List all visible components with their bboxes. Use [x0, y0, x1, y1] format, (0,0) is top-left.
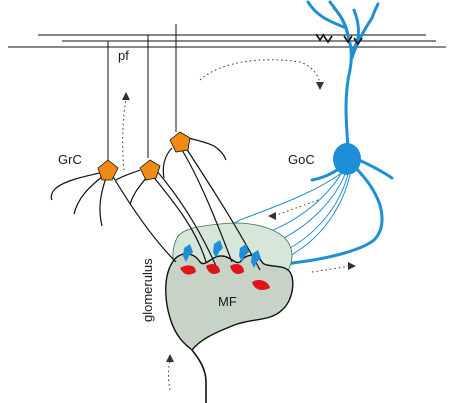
- grc-dendrite: [99, 177, 107, 227]
- goc-dendrite-branch: [351, 8, 361, 52]
- grc-dendrite: [50, 171, 105, 201]
- arrowhead: [268, 212, 276, 220]
- label-goc: GoC: [288, 152, 315, 167]
- granule-cell-dendrites: [111, 147, 261, 271]
- goc-spines: [315, 33, 363, 46]
- goc-terminal: [213, 240, 223, 258]
- mossy-fiber-terminal: [165, 253, 294, 351]
- golgi-terminals: [183, 240, 261, 268]
- goc-spine: [343, 35, 353, 44]
- grc-dendrite: [129, 177, 147, 205]
- grc-soma: [97, 159, 119, 181]
- flow-arrow: [273, 199, 319, 217]
- synapse: [180, 265, 196, 275]
- synapse: [230, 264, 244, 274]
- mf-grc-synapses: [180, 264, 270, 290]
- goc-dendrite-branch: [332, 6, 350, 38]
- synapse: [206, 264, 220, 274]
- goc-spine: [353, 37, 363, 46]
- grc-dendrite: [115, 169, 141, 181]
- grc-dendrite: [155, 169, 217, 267]
- grc-soma: [139, 159, 161, 181]
- goc-dendrite-branch: [306, 0, 348, 30]
- goc-spine: [323, 35, 333, 44]
- goc-spine: [315, 33, 325, 42]
- grc-soma: [169, 131, 191, 153]
- label-mf: MF: [218, 294, 237, 309]
- granule-cell: [115, 159, 161, 205]
- goc-basal-dendrite: [310, 166, 342, 182]
- granule-cell-axons: [107, 24, 177, 165]
- grc-dendrite: [187, 137, 227, 161]
- label-glomerulus: glomerulus: [140, 258, 155, 322]
- goc-basal-dendrite: [357, 158, 394, 180]
- grc-dendrite: [181, 149, 233, 263]
- parallel-fibers: [8, 34, 446, 48]
- granule-cell: [162, 131, 227, 179]
- arrowhead: [166, 354, 174, 362]
- flow-arrow: [311, 265, 351, 273]
- goc-terminal: [183, 244, 193, 262]
- synapse: [252, 280, 270, 290]
- granule-cells: [50, 131, 227, 227]
- grc-dendrite: [151, 174, 207, 263]
- mossy-fiber-axon: [191, 349, 207, 403]
- grc-dendrite: [73, 175, 104, 215]
- flow-arrow: [122, 97, 127, 171]
- flow-arrow: [168, 359, 171, 391]
- arrowheads: [122, 82, 356, 362]
- arrowhead: [122, 92, 130, 100]
- arrowhead: [316, 82, 324, 90]
- granule-cell: [50, 159, 119, 227]
- goc-terminal: [251, 250, 261, 268]
- grc-dendrite: [162, 147, 173, 179]
- goc-terminal: [239, 244, 249, 262]
- flow-arrow: [199, 59, 321, 85]
- goc-soma: [333, 143, 361, 175]
- arrowhead: [348, 262, 356, 270]
- label-grc: GrC: [58, 152, 82, 167]
- signal-flow-arrows: [122, 59, 351, 391]
- label-pf: pf: [118, 48, 129, 63]
- grc-dendrite: [111, 174, 177, 263]
